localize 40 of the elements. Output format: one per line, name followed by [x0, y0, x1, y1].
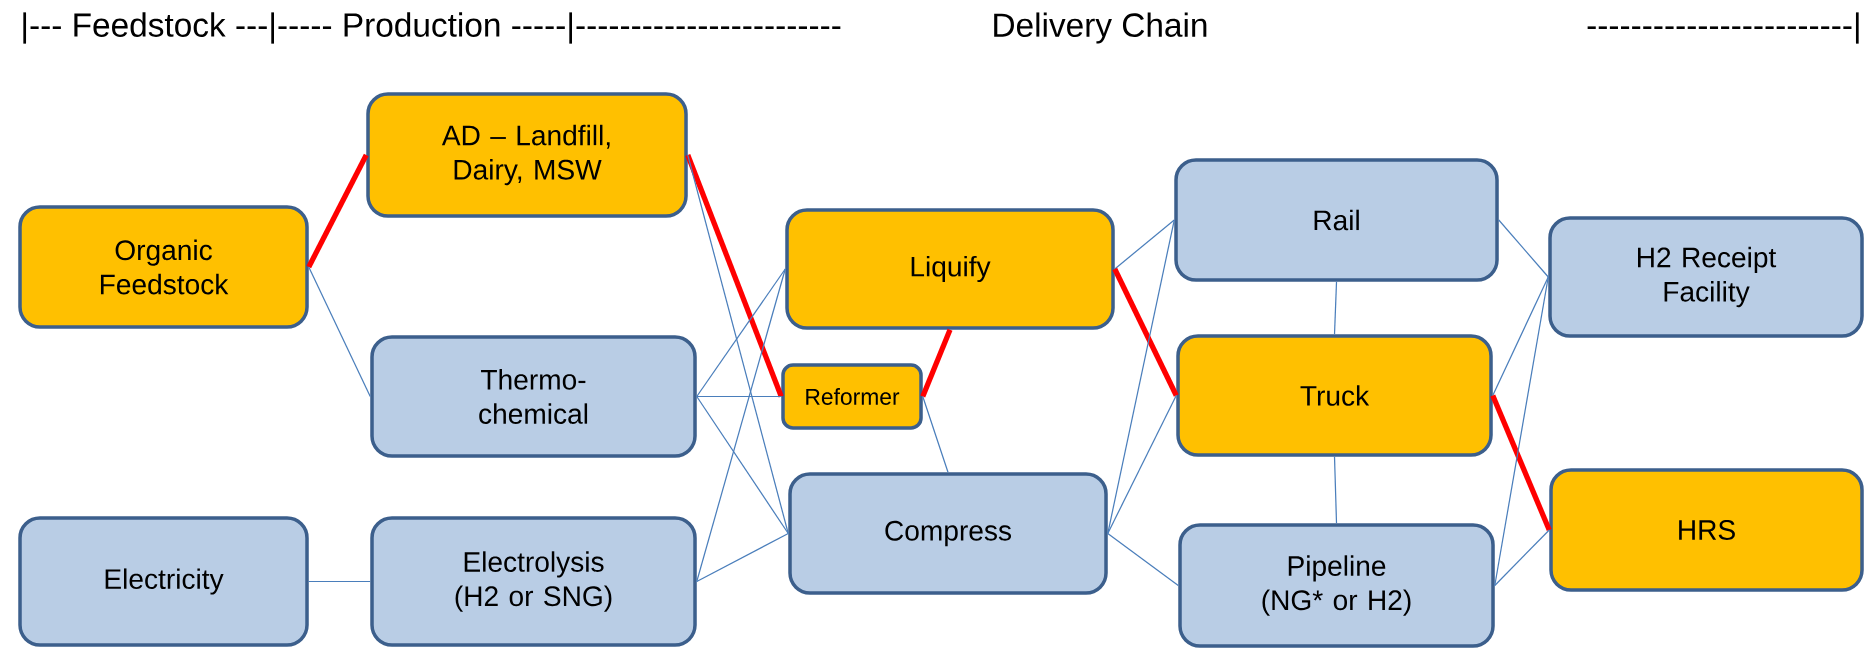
process-box: Truck — [1176, 334, 1493, 457]
connector-line — [1107, 532, 1179, 587]
process-box: H2 Receipt Facility — [1548, 216, 1864, 338]
section-heading: |--- Feedstock ---|----- Production -----|------------------------ — [23, 12, 841, 44]
process-box: Thermo- chemical — [370, 335, 697, 458]
connector-line — [696, 532, 789, 583]
connector-line — [308, 266, 371, 398]
connector-line — [1494, 276, 1549, 587]
process-box: AD – Landfill, Dairy, MSW — [366, 92, 688, 218]
process-box: Liquify — [785, 208, 1115, 330]
process-box: Organic Feedstock — [18, 205, 309, 329]
process-box: Pipeline (NG* or H2) — [1178, 523, 1495, 648]
connector-line — [1490, 394, 1552, 532]
connector-line — [1112, 267, 1179, 397]
connector-line — [696, 395, 782, 398]
process-box: Electricity — [18, 516, 309, 647]
connector-line — [922, 395, 949, 473]
connector-line — [696, 268, 786, 398]
connector-line — [306, 153, 369, 269]
section-heading: Delivery Chain — [994, 12, 1207, 44]
connector-line — [1498, 219, 1549, 278]
connector-line — [1107, 394, 1177, 535]
connector-line — [696, 395, 789, 535]
connector-line — [1107, 219, 1175, 535]
connector-line — [687, 154, 789, 535]
connector-line — [308, 580, 371, 583]
connector-line — [1114, 219, 1175, 270]
process-box: HRS — [1549, 468, 1864, 592]
connector-line — [1494, 529, 1550, 587]
connector-line — [1333, 456, 1338, 524]
section-heading: ------------------------| — [1587, 12, 1859, 44]
connector-line — [920, 328, 953, 398]
connector-line — [1492, 276, 1549, 397]
process-box: Electrolysis (H2 or SNG) — [370, 516, 697, 647]
process-box: Reformer — [781, 363, 923, 430]
process-box: Compress — [788, 472, 1108, 595]
connector-line — [1333, 281, 1338, 335]
connector-line — [685, 154, 784, 398]
process-box: Rail — [1174, 158, 1499, 282]
connector-line — [696, 268, 786, 583]
